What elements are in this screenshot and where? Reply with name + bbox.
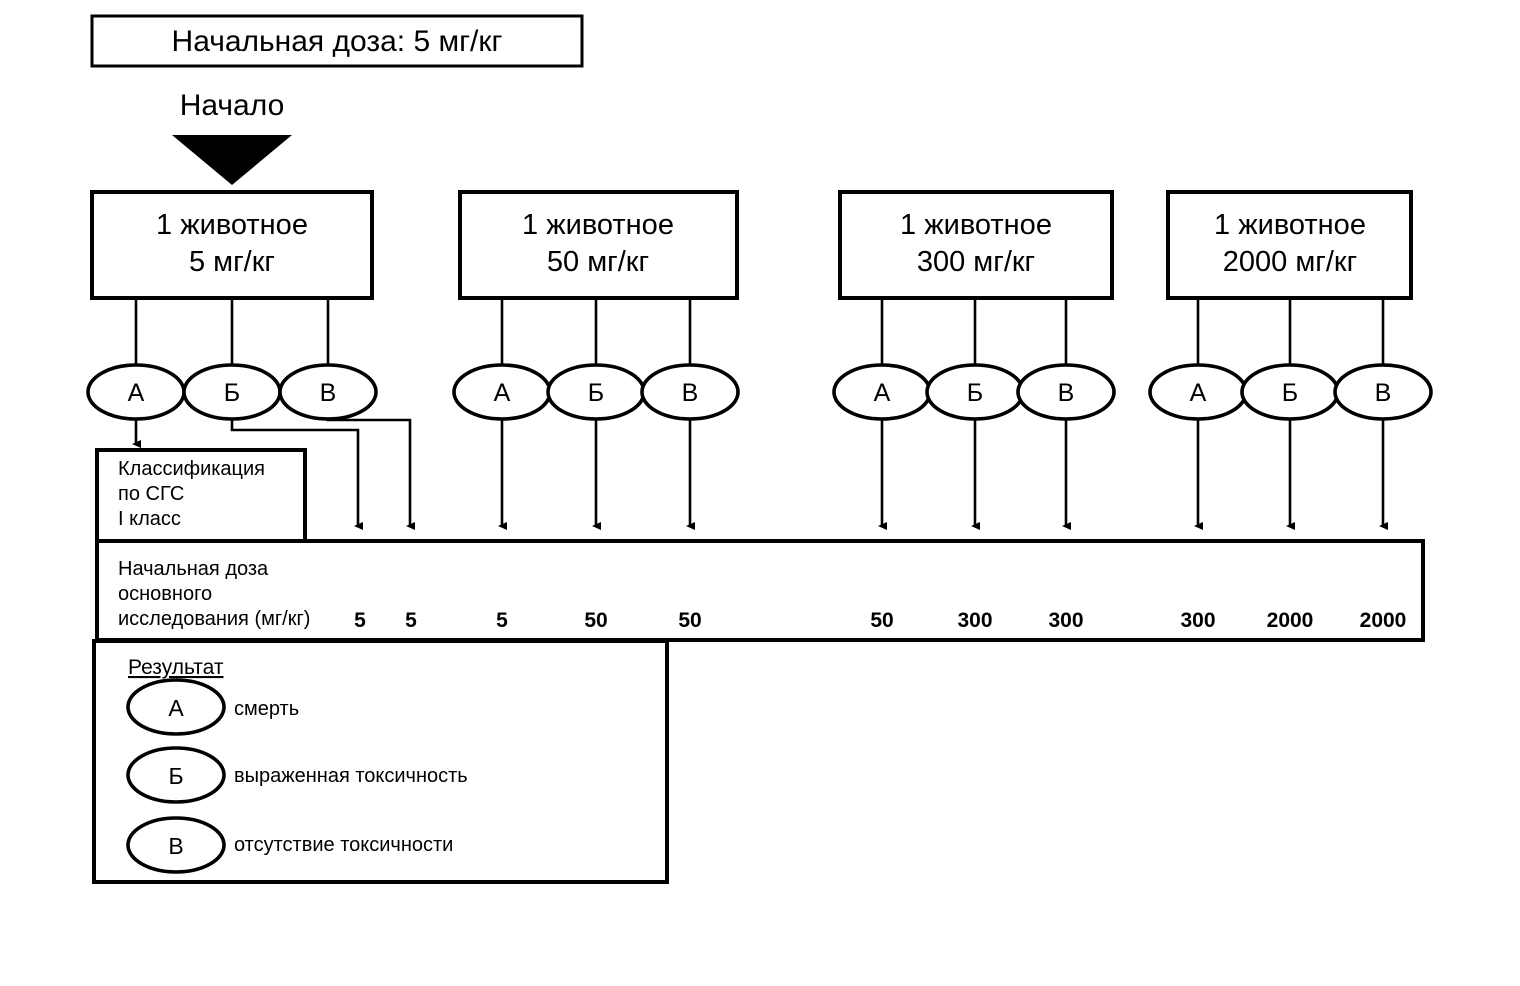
- start-arrow-triangle: [172, 135, 292, 185]
- outcome-label-4-a: А: [1190, 379, 1207, 407]
- legend-heading: Результат: [128, 656, 224, 679]
- animal-box-2-line1: 1 животное: [522, 209, 674, 241]
- dose-bar-label-line3: исследования (мг/кг): [118, 608, 310, 630]
- animal-box-1-line1: 1 животное: [156, 209, 308, 241]
- arrow-1-b-to-dosebar: [230, 419, 363, 530]
- animal-box-4: [1166, 190, 1413, 300]
- dose-bar-label-line1: Начальная доза: [118, 558, 269, 580]
- animal-box-2-line2: 50 мг/кг: [547, 246, 649, 278]
- animal-box-4-line1: 1 животное: [1214, 209, 1366, 241]
- outcome-label-1-a: А: [128, 379, 145, 407]
- animal-box-1: [90, 190, 374, 300]
- title-box-label: Начальная доза: 5 мг/кг: [172, 25, 503, 58]
- arrow-1-v-to-dosebar: [326, 418, 415, 530]
- animal-box-3-line2: 300 мг/кг: [917, 246, 1035, 278]
- legend-text-v: отсутствие токсичности: [234, 834, 453, 856]
- outcome-label-2-b: Б: [588, 379, 604, 407]
- outcome-label-3-v: В: [1058, 379, 1075, 407]
- classification-box: [95, 448, 307, 545]
- legend-symbol-v: В: [168, 833, 183, 859]
- dose-value-11: 2000: [1360, 609, 1407, 632]
- dose-value-8: 300: [1048, 609, 1083, 632]
- dose-value-6: 50: [870, 609, 893, 632]
- dose-value-5: 50: [678, 609, 701, 632]
- dose-value-4: 50: [584, 609, 607, 632]
- classification-line-1: Классификация: [118, 458, 265, 480]
- legend-text-b: выраженная токсичность: [234, 765, 468, 787]
- outcome-label-1-b: Б: [224, 379, 240, 407]
- legend-symbol-a: А: [168, 695, 184, 721]
- dose-value-2: 5: [405, 609, 417, 632]
- outcome-label-3-b: Б: [967, 379, 983, 407]
- outcome-label-1-v: В: [320, 379, 337, 407]
- classification-line-2: по СГС: [118, 483, 184, 505]
- dose-value-9: 300: [1180, 609, 1215, 632]
- dose-value-7: 300: [957, 609, 992, 632]
- dose-bar-box: [95, 539, 1425, 642]
- outcome-label-2-a: А: [494, 379, 511, 407]
- legend-ellipse-v: [126, 816, 226, 874]
- outcome-label-2-v: В: [682, 379, 699, 407]
- outcome-label-4-v: В: [1375, 379, 1392, 407]
- outcome-label-3-a: А: [874, 379, 891, 407]
- start-label: Начало: [180, 89, 285, 122]
- animal-box-3: [838, 190, 1114, 300]
- legend-ellipse-a: [126, 678, 226, 736]
- dose-value-10: 2000: [1267, 609, 1314, 632]
- legend-symbol-b: Б: [168, 763, 183, 789]
- animal-box-3-line1: 1 животное: [900, 209, 1052, 241]
- animal-box-4-line2: 2000 мг/кг: [1223, 246, 1357, 278]
- animal-box-2: [458, 190, 739, 300]
- animal-box-1-line2: 5 мг/кг: [189, 246, 275, 278]
- outcome-label-4-b: Б: [1282, 379, 1298, 407]
- classification-line-3: I класс: [118, 508, 181, 530]
- title-box: [90, 14, 584, 68]
- legend-ellipse-b: [126, 746, 226, 804]
- legend-text-a: смерть: [234, 698, 299, 720]
- dose-value-1: 5: [354, 609, 366, 632]
- dose-bar-label-line2: основного: [118, 583, 212, 605]
- dose-value-3: 5: [496, 609, 508, 632]
